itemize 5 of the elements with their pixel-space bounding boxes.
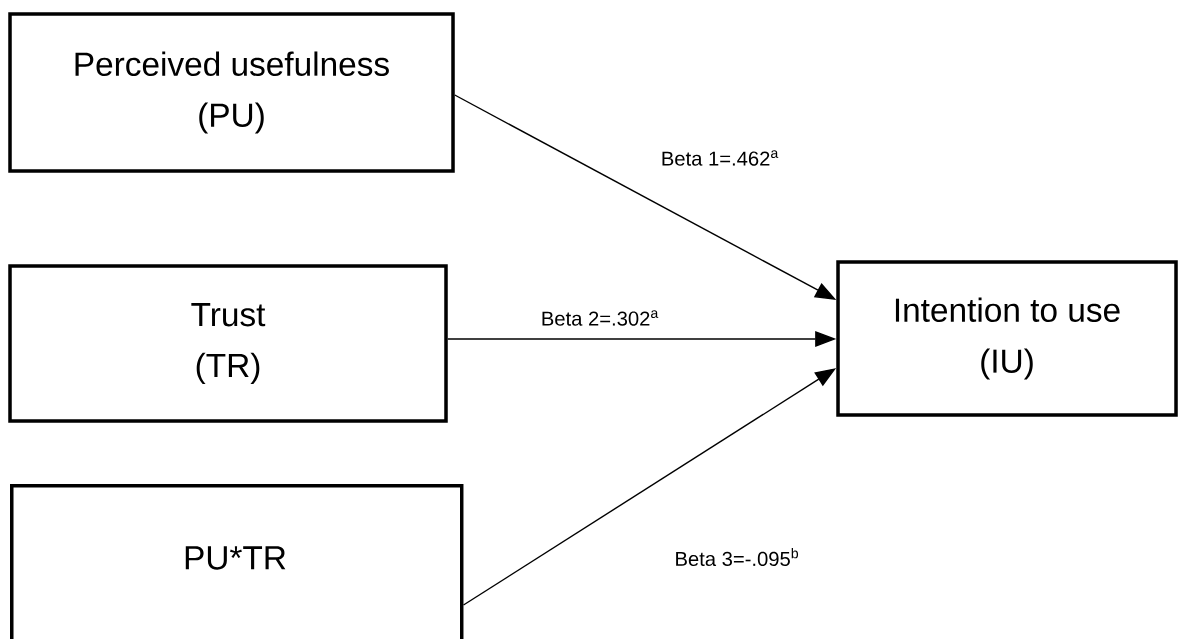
edge-label: Beta 3=-.095$^{b}$ <box>672 546 802 568</box>
concept-box: Intention to use (IU) <box>836 260 1178 417</box>
concept-box: Trust (TR) <box>8 264 448 423</box>
concept-box: PU*TR <box>10 484 464 639</box>
concept-box: Perceived usefulness (PU) <box>8 12 455 173</box>
